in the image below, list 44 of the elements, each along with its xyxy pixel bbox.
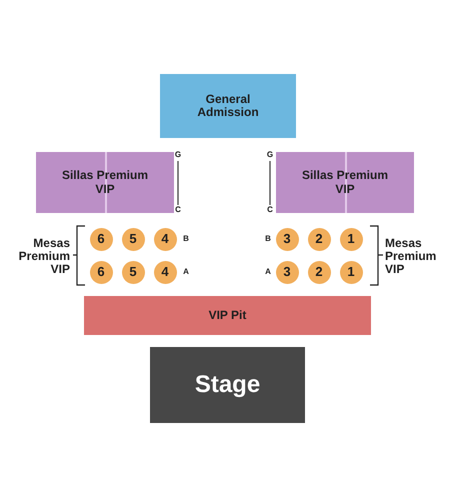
row-label: C: [266, 206, 274, 215]
section-label: Stage: [194, 372, 260, 398]
section-label: Sillas Premium VIP: [60, 169, 150, 196]
row-label: A: [182, 268, 190, 277]
table-seat: [276, 260, 298, 284]
table-seat: [340, 260, 362, 284]
section-label: VIP Pit: [208, 308, 246, 322]
table-seat: [122, 228, 144, 250]
section-label: General Admission: [196, 92, 260, 120]
table-seat: [154, 228, 176, 250]
section-label: 1: [347, 264, 355, 280]
row-label: B: [264, 235, 272, 244]
pit-section: [84, 296, 371, 335]
table-seat: [340, 228, 362, 250]
section-label: 2: [315, 232, 323, 246]
table-seat: [90, 228, 112, 250]
row-label: G: [266, 151, 274, 160]
seating-section: [276, 152, 414, 213]
table-seat: [276, 228, 298, 250]
section-label: 5: [129, 232, 137, 246]
table-seat: [308, 260, 330, 284]
row-label: A: [264, 268, 272, 277]
area-label: Mesas Premium VIP: [385, 237, 438, 277]
section-label: 6: [97, 232, 105, 246]
general-admission-section: [160, 74, 296, 138]
section-label: 1: [347, 232, 355, 246]
section-label: 2: [315, 264, 323, 280]
section-label: 6: [97, 264, 105, 280]
stage-block: [150, 347, 305, 423]
section-label: 4: [161, 232, 169, 246]
table-seat: [90, 260, 112, 284]
area-label: Mesas Premium VIP: [18, 237, 70, 277]
section-label: 4: [161, 264, 169, 280]
table-seat: [308, 228, 330, 250]
row-label: G: [174, 151, 182, 160]
table-seat: [122, 260, 144, 284]
row-label: C: [174, 206, 182, 215]
row-label: B: [182, 235, 190, 244]
seating-section: [36, 152, 174, 213]
section-label: Sillas Premium VIP: [300, 169, 390, 196]
section-label: 3: [283, 232, 291, 246]
table-seat: [154, 260, 176, 284]
section-label: 3: [283, 264, 291, 280]
section-label: 5: [129, 264, 137, 280]
